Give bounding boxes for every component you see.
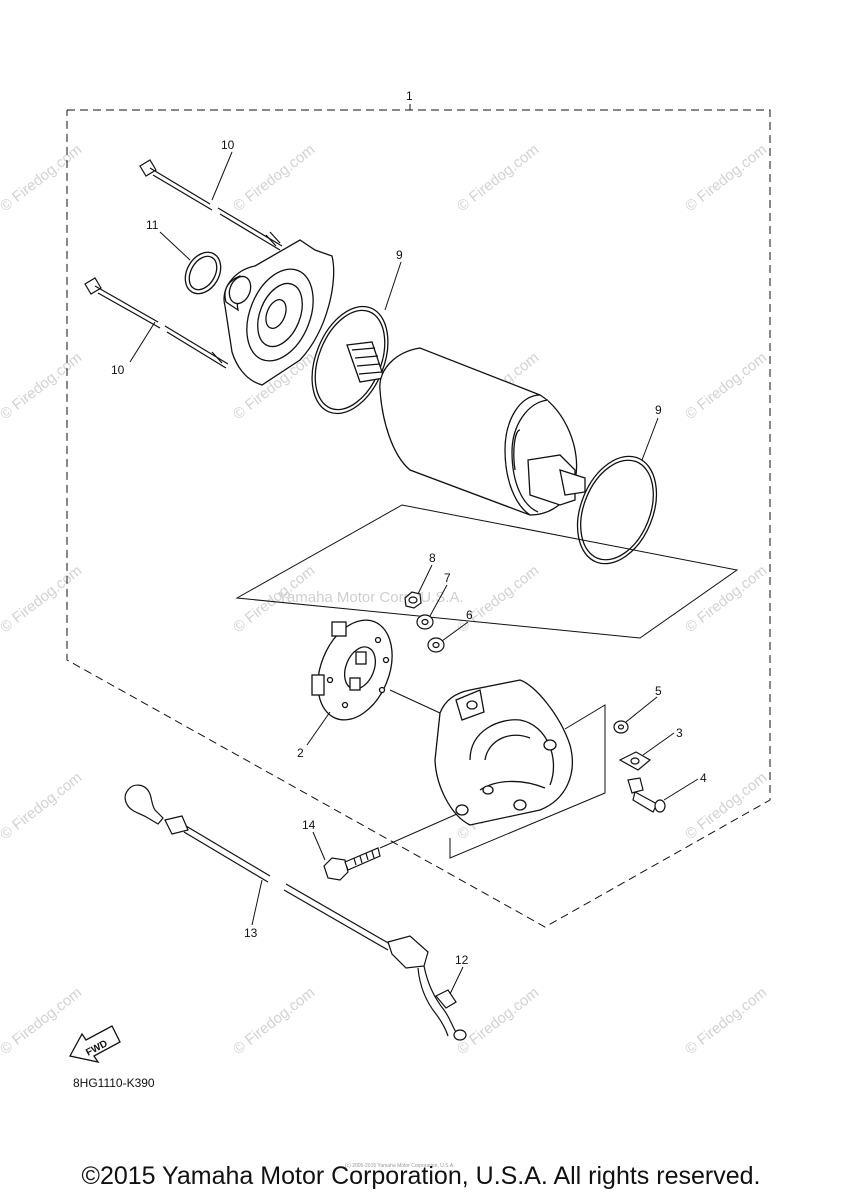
callout-14: 14 [302, 818, 316, 832]
callout-12: 12 [455, 953, 469, 967]
watermark-tiny: (c) 2005-2015 Yamaha Motor Corporation, … [345, 1163, 455, 1169]
watermark-site: © Firedog.com [0, 984, 85, 1058]
callout-9-front: 9 [396, 248, 403, 262]
watermark-site: © Firedog.com [0, 562, 85, 636]
watermark-site: © Firedog.com [230, 984, 318, 1058]
watermark-site: © Firedog.com [0, 349, 85, 423]
watermark-site: © Firedog.com [230, 141, 318, 215]
rear-cover [434, 679, 574, 826]
brush-plate [311, 619, 393, 721]
fwd-arrow-icon: FWD [69, 1025, 121, 1063]
callout-9-rear: 9 [655, 403, 662, 417]
starter-cable [124, 784, 467, 1041]
watermark-site: © Firedog.com [682, 141, 770, 215]
long-screw [323, 847, 381, 881]
callout-10-upper: 10 [221, 138, 235, 152]
callout-3: 3 [676, 726, 683, 740]
watermark-site: © Firedog.com [454, 141, 542, 215]
callout-1: 1 [406, 89, 413, 103]
o-ring-large-rear [576, 455, 658, 565]
assembly-boundary [66, 104, 771, 928]
front-cover [223, 239, 335, 386]
watermark-site: © Firedog.com [0, 769, 85, 843]
callouts: 1 10 11 9 10 9 8 7 6 2 5 3 4 14 13 12 [111, 89, 707, 967]
watermark-site: © Firedog.com [682, 984, 770, 1058]
callout-11: 11 [146, 218, 159, 232]
copyright-footer: ©2015 Yamaha Motor Corporation, U.S.A. A… [81, 1162, 761, 1190]
callout-2: 2 [297, 746, 304, 760]
through-bolt-upper [139, 159, 283, 251]
short-bolt [627, 777, 666, 813]
callout-4: 4 [700, 771, 707, 785]
callout-leaders [129, 151, 699, 995]
reference-plane [235, 504, 739, 639]
clamp-nut [618, 751, 652, 771]
washer-upper [416, 614, 434, 630]
through-bolt-lower [84, 277, 229, 369]
nut [404, 591, 422, 609]
watermark-center: Yamaha Motor Corp. U.S.A. [278, 589, 464, 606]
small-washer [613, 720, 629, 734]
callout-7: 7 [444, 571, 451, 585]
watermark-site: © Firedog.com [454, 562, 542, 636]
callout-8: 8 [429, 551, 436, 565]
watermark-site: © Firedog.com [682, 349, 770, 423]
washer-lower [427, 637, 445, 653]
o-ring-small [184, 251, 222, 295]
callout-6: 6 [466, 608, 473, 622]
callout-13: 13 [244, 926, 258, 940]
callout-10-lower: 10 [111, 363, 125, 377]
callout-5: 5 [655, 684, 662, 698]
motor-yoke [346, 341, 586, 516]
part-code: 8HG1110-K390 [73, 1076, 155, 1090]
watermark-site: © Firedog.com [0, 141, 85, 215]
watermark-site: © Firedog.com [454, 984, 542, 1058]
